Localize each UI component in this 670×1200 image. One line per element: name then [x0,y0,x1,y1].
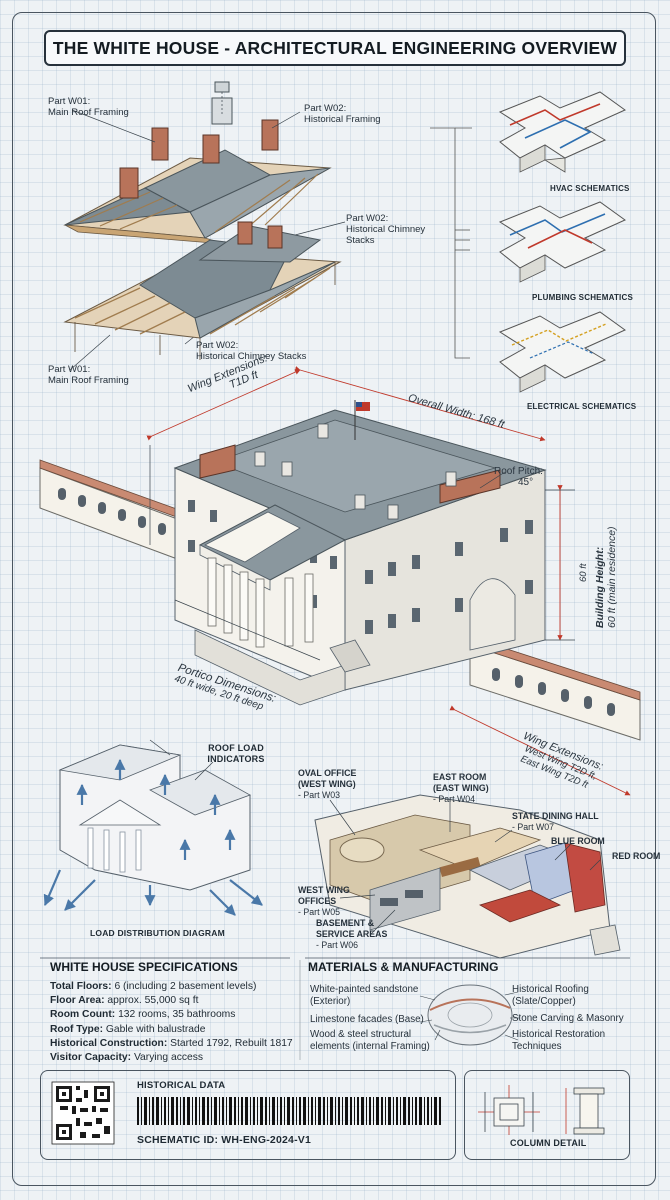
spec-value: Gable with balustrade [105,1023,206,1035]
roof-lower-layer [63,221,342,360]
load-diagram [43,739,263,916]
room-name: EAST ROOM (EAST WING) [433,772,489,793]
part-w02-top-label: Part W02: Historical Framing [304,103,381,125]
material-wood-steel: Wood & steel structural elements (intern… [310,1029,430,1052]
roof-load-indicators-label: ROOF LOAD INDICATORS [207,743,265,764]
dim-label: Building Height: [594,546,606,628]
dim-value: 45° [518,477,534,488]
spec-key: Historical Construction: [50,1037,168,1049]
electrical-schematic [498,311,626,393]
part-desc: Historical Chimney Stacks [346,224,426,246]
part-id: Part W01: [48,364,91,375]
outer-frame [12,12,656,1186]
part-w02-low-label: Part W02: Historical Chimney Stacks [196,340,306,362]
schematic-id: SCHEMATIC ID: WH-ENG-2024-V1 [137,1134,312,1146]
red-room-label: RED ROOM [612,851,661,861]
blue-room-label: BLUE ROOM [551,836,605,846]
barcode [137,1097,441,1125]
spec-value: 132 rooms, 35 bathrooms [118,1009,236,1021]
load-distribution-caption: LOAD DISTRIBUTION DIAGRAM [90,928,225,938]
interior-cutaway [314,794,621,959]
material-sample [427,984,513,1046]
dim-value: 60 ft (main residence) [606,526,618,628]
room-part: - Part W04 [433,794,476,804]
room-part: - Part W03 [298,790,341,800]
hvac-schematic [498,91,626,173]
main-building [39,400,641,741]
room-name: OVAL OFFICE (WEST WING) [298,768,357,789]
electrical-caption: ELECTRICAL SCHEMATICS [527,402,637,411]
qr-code [51,1081,115,1145]
material-sandstone: White-painted sandstone (Exterior) [310,984,419,1007]
spec-item: Total Floors: 6 (including 2 basement le… [50,980,293,994]
building-height-label: Building Height: 60 ft (main residence) [594,526,618,628]
spec-value: Varying access [133,1052,204,1064]
part-id: Part W01: [48,96,91,107]
basement-label: BASEMENT & SERVICE AREAS - Part W06 [316,918,398,951]
dim-label: Roof Pitch: [494,466,543,477]
part-desc: Historical Framing [304,114,381,125]
room-part: - Part W07 [512,822,555,832]
building-height-side-label: 60 ft [578,563,589,583]
part-w01-low-label: Part W01: Main Roof Framing [48,364,129,386]
column-detail-label: COLUMN DETAIL [510,1138,587,1148]
part-id: Part W02: [196,340,239,351]
materials-heading: MATERIALS & MANUFACTURING [308,960,499,974]
east-room-label: EAST ROOM (EAST WING) - Part W04 [433,772,513,805]
spec-value: approx. 55,000 sq ft [107,995,199,1007]
west-wing-offices-label: WEST WING OFFICES - Part W05 [298,885,358,918]
part-id: Part W02: [304,103,347,114]
page-title: THE WHITE HOUSE - ARCHITECTURAL ENGINEER… [52,37,618,58]
roof-pitch-label: Roof Pitch: 45° [494,466,543,488]
spec-value: Started 1792, Rebuilt 1817 [170,1037,293,1049]
column-detail-drawing [478,1085,605,1135]
historical-data-label: HISTORICAL DATA [137,1080,226,1091]
room-part: - Part W05 [298,907,341,917]
hvac-caption: HVAC SCHEMATICS [550,184,630,193]
spec-key: Floor Area: [50,995,105,1007]
spec-item: Roof Type: Gable with balustrade [50,1023,293,1037]
spec-item: Visitor Capacity: Varying access [50,1051,293,1065]
title-box: THE WHITE HOUSE - ARCHITECTURAL ENGINEER… [44,30,626,66]
spec-item: Floor Area: approx. 55,000 sq ft [50,994,293,1008]
part-desc: Historical Chimney Stacks [196,351,307,362]
column-detail-box [464,1070,630,1160]
room-name: WEST WING OFFICES [298,885,350,906]
oval-office-label: OVAL OFFICE (WEST WING) - Part W03 [298,768,378,801]
room-part: - Part W06 [316,940,359,950]
part-desc: Main Roof Framing [48,107,129,118]
room-name: STATE DINING HALL [512,811,599,821]
spec-key: Roof Type: [50,1023,104,1035]
state-dining-label: STATE DINING HALL - Part W07 [512,811,599,833]
part-id: Part W02: [346,213,389,224]
dimension-lines [146,366,631,796]
spec-value: 6 (including 2 basement levels) [114,981,257,992]
spec-key: Total Floors: [50,981,112,992]
spec-item: Historical Construction: Started 1792, R… [50,1037,293,1051]
spec-key: Visitor Capacity: [50,1052,132,1064]
room-name: BASEMENT & SERVICE AREAS [316,918,388,939]
schematic-connectors [430,127,472,359]
spec-key: Room Count: [50,1009,116,1021]
spec-item: Room Count: 132 rooms, 35 bathrooms [50,1008,293,1022]
part-desc: Main Roof Framing [48,375,129,386]
material-stone-carving: Stone Carving & Masonry [512,1013,624,1024]
material-roofing: Historical Roofing (Slate/Copper) [512,984,589,1007]
historical-data-box [40,1070,456,1160]
specifications-heading: WHITE HOUSE SPECIFICATIONS [50,960,238,974]
part-w02-mid-label: Part W02: Historical Chimney Stacks [346,213,446,246]
specifications-list: Total Floors: 6 (including 2 basement le… [50,980,293,1065]
part-w01-top-label: Part W01: Main Roof Framing [48,96,129,118]
material-limestone: Limestone facades (Base) [310,1014,424,1025]
roof-top-layer [63,81,332,245]
plumbing-schematic [498,201,626,283]
material-restoration: Historical Restoration Techniques [512,1029,606,1052]
plumbing-caption: PLUMBING SCHEMATICS [532,293,633,302]
